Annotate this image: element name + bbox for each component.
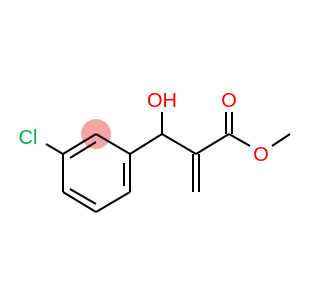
bond-lines — [45, 112, 291, 213]
ring-double-bond — [69, 188, 97, 205]
bond-alkene-carbonyl — [195, 133, 230, 155]
bond-chiral-alkene — [161, 133, 197, 155]
ring-bond — [95, 133, 131, 155]
carbonyl-oxygen-label: O — [221, 90, 237, 112]
molecule-structure: Cl OH O O — [18, 90, 291, 213]
ring-bond — [95, 191, 131, 213]
ester-oxygen-label: O — [253, 144, 269, 166]
ring-bond — [62, 133, 97, 155]
ring-bond — [62, 191, 97, 213]
bond-c-cl — [45, 143, 64, 155]
bond-ring-chiral — [129, 133, 163, 155]
bond-methyl — [271, 133, 291, 147]
ring-double-bond — [69, 141, 97, 159]
chlorine-label: Cl — [19, 127, 38, 149]
hydroxyl-label: OH — [147, 90, 177, 112]
atom-labels: Cl OH O O — [19, 90, 269, 166]
bond-ester — [228, 133, 251, 147]
